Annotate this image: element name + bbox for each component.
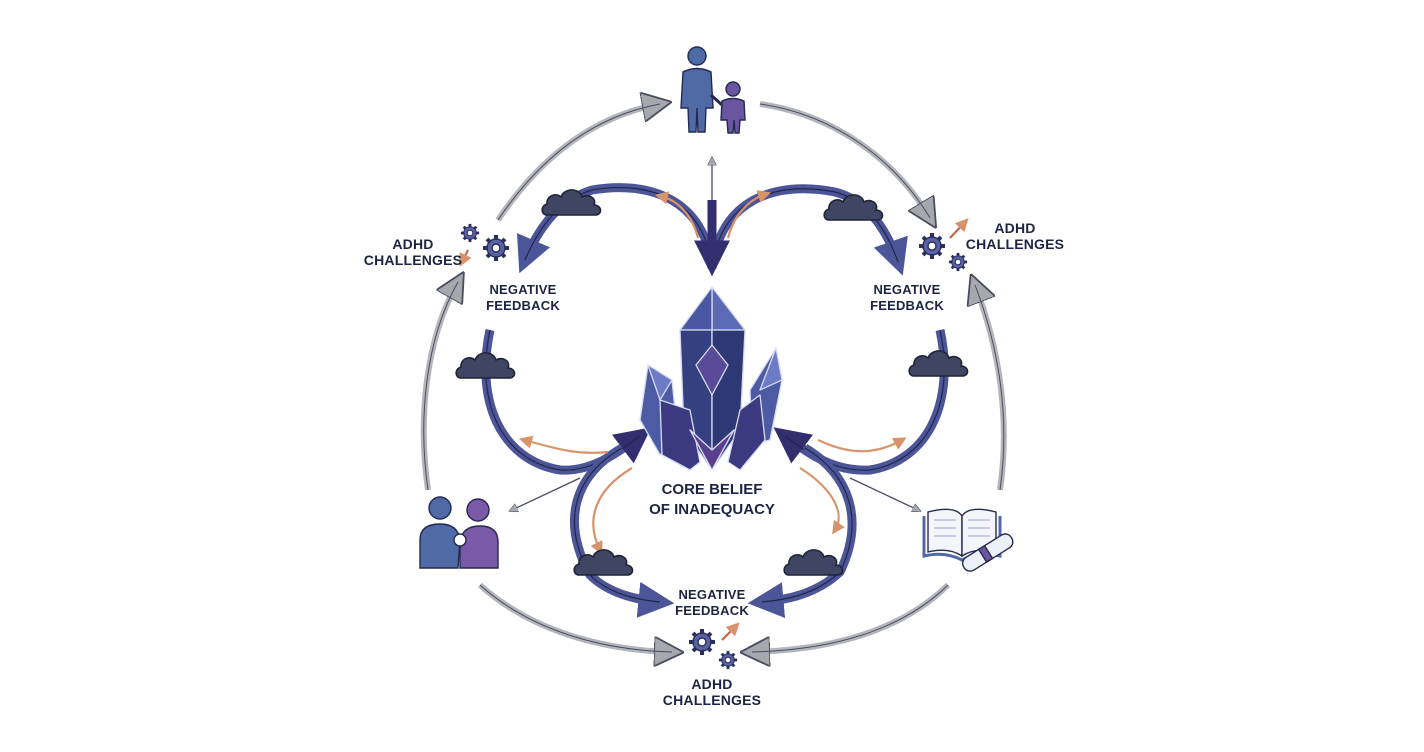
- adhd-challenges-right-label: ADHD CHALLENGES: [960, 220, 1070, 252]
- label-line2: CHALLENGES: [965, 236, 1065, 252]
- label-line2: FEEDBACK: [486, 298, 560, 313]
- label-line1: NEGATIVE: [873, 282, 941, 297]
- label-line1: ADHD: [392, 236, 434, 252]
- book-and-diploma-icon: [922, 508, 1014, 572]
- gears-icon: [687, 627, 739, 671]
- crystal-cluster-icon: [639, 286, 783, 471]
- outer-arrow-left-bottom-to-upper-left: [420, 282, 458, 491]
- label-line1: NEGATIVE: [678, 587, 746, 602]
- label-line2: FEEDBACK: [870, 298, 944, 313]
- label-line1: ADHD: [691, 676, 733, 692]
- negative-feedback-right-label: NEGATIVE FEEDBACK: [852, 282, 962, 314]
- parent-and-child-icon: [680, 46, 746, 134]
- cloud-icon: [783, 549, 844, 576]
- cloud-icon: [908, 350, 969, 377]
- outer-arrow-right-to-upper-right: [975, 285, 1007, 491]
- center-to-icon-arrows: [512, 160, 918, 510]
- core-belief-line1: CORE BELIEF: [661, 481, 763, 498]
- orange-influence-arrows: [459, 190, 969, 641]
- negative-feedback-left-label: NEGATIVE FEEDBACK: [468, 282, 578, 314]
- label-line2: CHALLENGES: [363, 252, 463, 268]
- label-line2: CHALLENGES: [662, 692, 762, 708]
- negative-feedback-bottom-label: NEGATIVE FEEDBACK: [657, 587, 767, 619]
- adhd-challenges-left-label: ADHD CHALLENGES: [358, 236, 468, 268]
- outer-arrow-left-to-bottom: [477, 582, 672, 652]
- cloud-icon: [823, 194, 884, 221]
- gears-icon: [459, 222, 511, 263]
- label-line1: ADHD: [994, 220, 1036, 236]
- core-belief-label: CORE BELIEF OF INADEQUACY: [612, 480, 812, 520]
- label-line2: FEEDBACK: [675, 603, 749, 618]
- core-belief-line2: OF INADEQUACY: [649, 501, 775, 518]
- outer-cycle-arrows: [420, 104, 1007, 652]
- supportive-people-icon: [419, 496, 499, 569]
- label-line1: NEGATIVE: [489, 282, 557, 297]
- inner-loop-arrows: [481, 183, 949, 619]
- cloud-icon: [455, 352, 516, 379]
- adhd-challenges-bottom-label: ADHD CHALLENGES: [657, 676, 767, 708]
